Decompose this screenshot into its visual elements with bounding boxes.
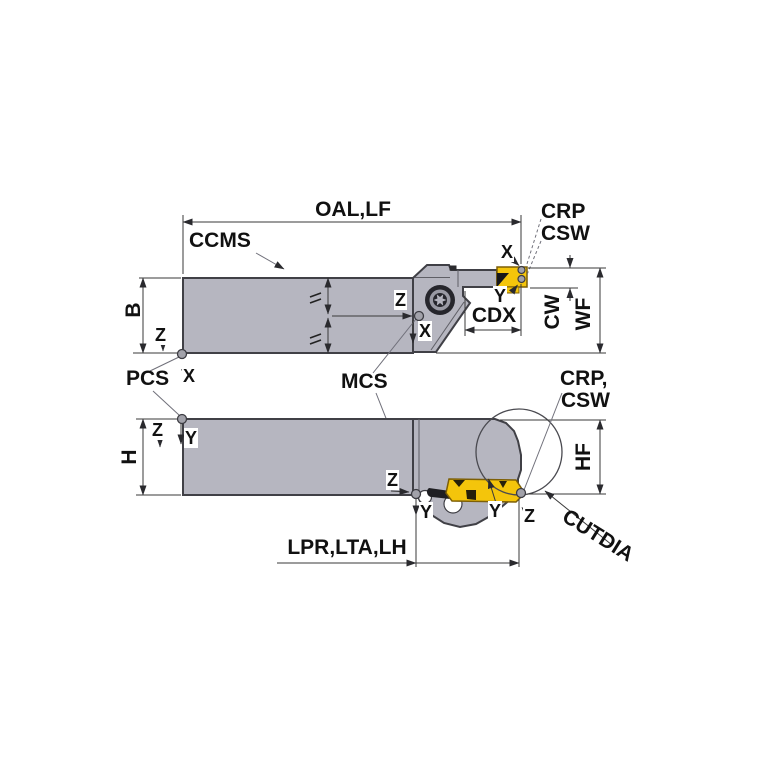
pcs-z-label-top: Z: [154, 325, 167, 345]
shank-bottom-view: [182, 418, 414, 496]
pcs-point-bottom: [176, 413, 188, 425]
crp-point-top: [517, 265, 526, 275]
crp-label-bottom: CRP,: [560, 367, 608, 390]
csw-point-top: [517, 274, 526, 284]
pcs-leader-down: [152, 390, 180, 416]
mcs-point-top: [413, 310, 425, 322]
tip-y-label-bottom: Y: [488, 501, 503, 521]
equal-mark: [309, 333, 322, 339]
equal-mark: [309, 339, 322, 345]
insert-notch-3: [499, 481, 507, 488]
tip-z-label-bottom: Z: [523, 506, 536, 526]
insert-clamp-wedge: [497, 273, 509, 287]
tip-y-arrow-top: [508, 284, 518, 295]
pcs-y-label-bottom: Y: [184, 428, 199, 448]
mcs-label: MCS: [341, 370, 388, 393]
oal-lf-label: OAL,LF: [315, 198, 391, 221]
clamp-notch: [449, 265, 457, 271]
csw-leader-top: [525, 240, 542, 278]
lpr-lta-lh-label: LPR,LTA,LH: [287, 536, 407, 559]
tip-y-label: Y: [493, 286, 508, 306]
mcs-z-arrow-bottom: [390, 487, 410, 495]
insert-bottom-view: [445, 478, 524, 503]
pcs-leader-up: [149, 356, 180, 372]
hf-label: HF: [572, 443, 595, 471]
insert-notch-1: [453, 480, 465, 487]
screw-torx-star: [433, 294, 447, 306]
torx-screw-icon: [425, 285, 455, 315]
mcs-x-label-top: X: [418, 321, 433, 341]
pcs-label: PCS: [126, 367, 170, 390]
mcs-z-label-bottom: Z: [386, 470, 399, 490]
csw-label-bottom: CSW: [561, 389, 610, 412]
equal-mark: [309, 298, 322, 304]
equal-mark: [309, 292, 322, 298]
tip-x-label: X: [500, 242, 515, 262]
cdx-label: CDX: [471, 304, 517, 327]
mcs-y-label-bottom: Y: [419, 502, 434, 522]
pcs-x-label-top: X: [182, 366, 197, 386]
csw-label-top: CSW: [541, 222, 590, 245]
crp-point-bottom: [515, 487, 527, 499]
cw-label: CW: [541, 294, 564, 330]
tip-y-arrow-bottom: [487, 478, 497, 504]
mcs-point-bottom: [410, 488, 422, 500]
ccms-leader: [255, 252, 285, 270]
mcs-leader-up: [372, 318, 417, 374]
head-chamfer-line: [430, 301, 465, 351]
clamp-lever: [427, 488, 450, 499]
crp-csw-leader-bottom: [523, 392, 563, 491]
b-label: B: [122, 302, 145, 318]
pcs-point-top: [176, 348, 188, 360]
h-label: H: [118, 449, 141, 465]
crp-label-top: CRP: [541, 200, 586, 223]
insert-notch-2: [466, 490, 476, 500]
mcs-z-label-top: Z: [394, 290, 407, 310]
pcs-z-label-bottom: Z: [151, 420, 164, 440]
cutdia-leader: [544, 490, 613, 546]
wf-label: WF: [572, 297, 595, 331]
crp-leader-top: [525, 218, 542, 268]
ccms-label: CCMS: [189, 229, 251, 252]
